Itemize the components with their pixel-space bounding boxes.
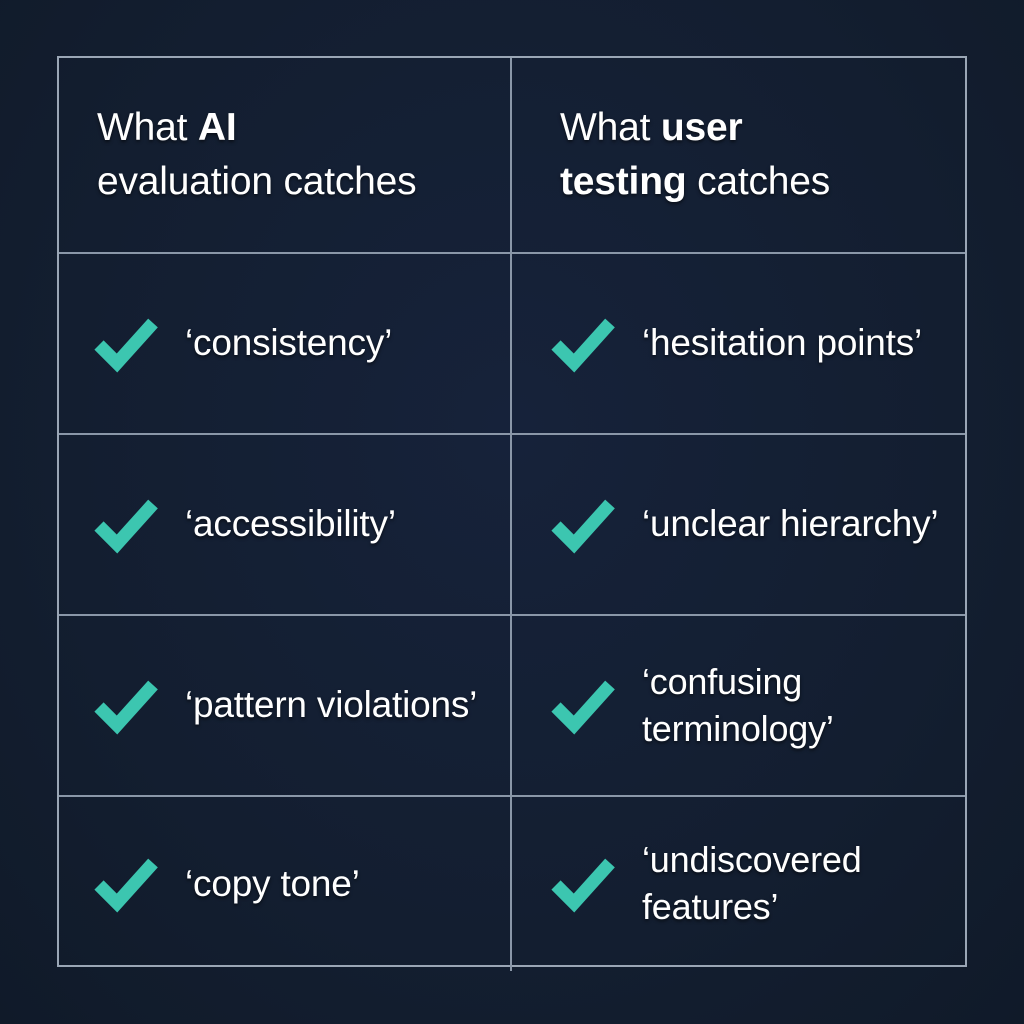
- header-line2-emphasis: testing: [560, 160, 687, 203]
- cell-ai-evaluation-3: ‘pattern violations’: [59, 616, 512, 795]
- table-row: ‘consistency’ ‘hesitation points’: [59, 254, 965, 435]
- column-header-ai-evaluation-text: What AI evaluation catches: [97, 101, 417, 209]
- header-line2-suffix: catches: [686, 160, 831, 203]
- cell-label: ‘hesitation points’: [642, 322, 923, 364]
- table-row: ‘accessibility’ ‘unclear hierarchy’: [59, 435, 965, 616]
- header-emphasis: user: [660, 106, 743, 150]
- cell-user-testing-4: ‘undiscovered features’: [512, 797, 965, 971]
- check-icon: [93, 851, 159, 917]
- cell-label: ‘copy tone’: [185, 862, 360, 904]
- cell-ai-evaluation-2: ‘accessibility’: [59, 435, 512, 614]
- check-icon: [550, 492, 616, 558]
- table-row: ‘copy tone’ ‘undiscovered features’: [59, 797, 965, 971]
- table-header-row: What AI evaluation catches What user tes…: [59, 58, 965, 254]
- header-line2: evaluation catches: [97, 160, 417, 203]
- header-prefix: What: [560, 106, 661, 150]
- cell-label: ‘consistency’: [185, 322, 393, 364]
- check-icon: [550, 851, 616, 917]
- cell-ai-evaluation-4: ‘copy tone’: [59, 797, 512, 971]
- cell-label: ‘unclear hierarchy’: [642, 503, 939, 545]
- check-icon: [550, 673, 616, 739]
- cell-label: ‘undiscovered features’: [642, 839, 862, 927]
- check-icon: [93, 492, 159, 558]
- column-header-user-testing: What user testing catches: [512, 58, 965, 252]
- header-emphasis: AI: [197, 106, 237, 150]
- cell-user-testing-3: ‘confusing terminology’: [512, 616, 965, 795]
- check-icon: [93, 311, 159, 377]
- table-row: ‘pattern violations’ ‘confusing terminol…: [59, 616, 965, 797]
- column-header-ai-evaluation: What AI evaluation catches: [59, 58, 512, 252]
- cell-user-testing-1: ‘hesitation points’: [512, 254, 965, 433]
- cell-label: ‘confusing terminology’: [642, 660, 834, 749]
- cell-label: ‘pattern violations’: [185, 684, 478, 726]
- check-icon: [93, 673, 159, 739]
- cell-label: ‘accessibility’: [185, 503, 396, 545]
- cell-ai-evaluation-1: ‘consistency’: [59, 254, 512, 433]
- column-header-user-testing-text: What user testing catches: [560, 101, 830, 209]
- header-prefix: What: [97, 106, 198, 150]
- check-icon: [550, 311, 616, 377]
- comparison-table: What AI evaluation catches What user tes…: [57, 56, 967, 971]
- cell-user-testing-2: ‘unclear hierarchy’: [512, 435, 965, 614]
